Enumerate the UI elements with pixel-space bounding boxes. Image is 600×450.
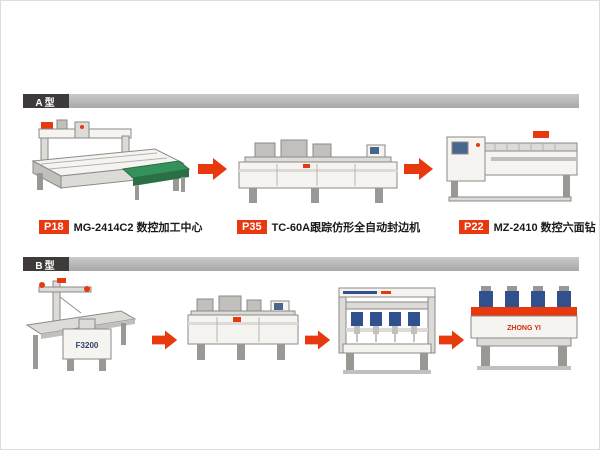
machine-six-side-drill — [437, 127, 585, 211]
section-a-label: A型 — [23, 94, 69, 109]
cnc-machining-center-illustration — [31, 119, 191, 200]
gang-drill-illustration: ZHONG YI — [470, 286, 578, 370]
flow-arrow-icon — [305, 329, 331, 351]
edge-bander-a-illustration — [238, 139, 398, 203]
machine-edge-bander-a — [233, 137, 403, 211]
saw-model-label: F3200 — [76, 341, 99, 350]
edge-bander-b-illustration — [187, 295, 299, 360]
page-code-badge: P18 — [39, 220, 69, 234]
flow-arrow-icon — [404, 157, 434, 181]
machine-name-label: MG-2414C2 数控加工中心 — [73, 222, 203, 234]
machine-sliding-table-saw: F3200 — [23, 277, 151, 377]
page-code-badge: P22 — [459, 220, 489, 234]
section-b-label: B型 — [23, 257, 69, 272]
caption-a3: P22 MZ-2410 数控六面钻 — [459, 219, 596, 235]
drill-brand-label: ZHONG YI — [507, 325, 541, 332]
page-code-badge: P35 — [237, 220, 267, 234]
flow-arrow-icon — [439, 329, 465, 351]
six-side-drill-illustration — [446, 131, 578, 202]
machine-name-label: MZ-2410 数控六面钻 — [493, 222, 596, 234]
section-a-bar — [69, 94, 579, 108]
multi-boring-illustration — [338, 287, 436, 374]
section-b-bar — [69, 257, 579, 271]
section-b-header: B型 — [23, 257, 579, 272]
sliding-table-saw-illustration: F3200 — [25, 278, 137, 371]
section-a-header: A型 — [23, 94, 579, 109]
machine-edge-bander-b — [183, 291, 303, 371]
machine-multi-boring — [333, 282, 441, 376]
flow-arrow-icon — [152, 329, 178, 351]
caption-a1: P18 MG-2414C2 数控加工中心 — [39, 219, 203, 235]
machine-gang-drill: ZHONG YI — [465, 282, 583, 376]
machine-name-label: TC-60A跟踪仿形全自动封边机 — [271, 222, 421, 234]
caption-a2: P35 TC-60A跟踪仿形全自动封边机 — [237, 219, 420, 235]
flow-arrow-icon — [198, 157, 228, 181]
machine-cnc-machining-center — [27, 113, 197, 213]
